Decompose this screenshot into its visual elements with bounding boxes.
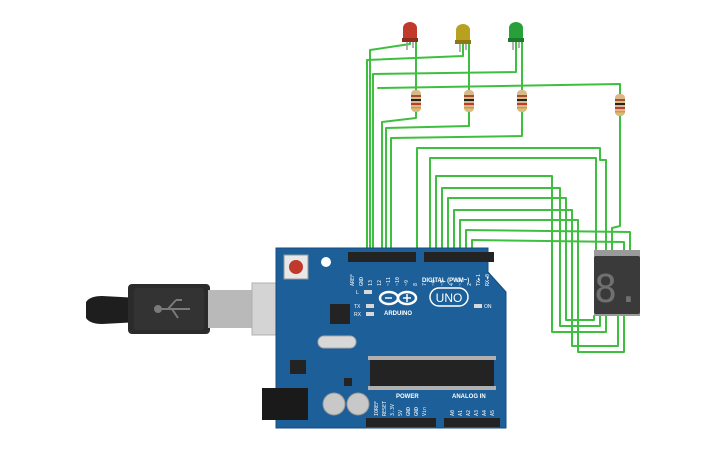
led-rx-label: RX [354,312,362,318]
led-green[interactable] [508,22,524,50]
power-pin-label: Vin [422,407,428,416]
board-brand: ARDUINO [384,311,412,317]
wire-r2-pin[interactable] [385,109,470,257]
atmega-chip [370,358,494,388]
led-tx-indicator [366,304,374,308]
digital-pin-label: ~6 [431,280,437,286]
led-red[interactable] [402,22,418,50]
wire-pin6-display[interactable] [435,175,607,333]
digital-pin-label: GND [359,277,365,286]
power-pin-label: RESET [382,401,388,416]
analog-pin-label: A4 [482,410,488,416]
mount-hole [321,257,331,267]
analog-pin-label: A5 [490,410,496,416]
usb-cable[interactable] [86,282,311,336]
display-body [594,256,640,314]
capacitor [346,392,370,416]
digital-pin-label: ~10 [395,277,401,286]
digital-pin-label: 8 [413,283,419,286]
digital-pin-label: TX►1 [476,274,482,286]
power-pin-label: IOREF [374,401,380,416]
digital-pin-label: 12 [377,280,383,286]
digital-pin-label: ~3 [458,280,464,286]
led-yellow[interactable] [455,24,471,52]
wire-r4-display[interactable] [611,115,621,253]
digital-pin-label: 2 [467,283,473,286]
power-jack[interactable] [262,388,308,420]
uno-badge [429,287,469,307]
wire-pin4-display[interactable] [447,197,595,321]
led-on-label: ON [484,304,492,310]
power-pin-label: 3.3V [390,404,396,416]
led-l-indicator [364,290,372,294]
arduino-logo-icon [378,290,418,306]
digital-header[interactable] [348,252,494,262]
power-header[interactable] [366,418,436,427]
wire-pin7-display[interactable] [429,157,597,257]
resistor-2[interactable] [464,90,474,112]
wire-pin2-display[interactable] [459,219,625,353]
power-pin-label: 5V [398,410,404,416]
wire-pin3-display[interactable] [453,209,619,347]
display-digit: 8. [594,267,640,311]
analog-pin-label: A3 [474,410,480,416]
resistor-1[interactable] [411,90,421,112]
board-model: UNO [436,291,463,305]
digital-pin-label: RX◄0 [485,274,491,286]
seven-segment-display[interactable]: 8. [594,250,640,316]
small-chip [344,378,352,386]
voltage-regulator [290,360,306,374]
led-tx-label: TX [354,304,361,310]
wire-pin8-display[interactable] [416,147,607,257]
power-pin-label: GND [406,407,412,416]
power-header-label: POWER [396,394,419,400]
digital-pin-label: 4 [449,283,455,286]
wire-pin1-display[interactable] [465,229,631,257]
power-pin-label: GND [414,407,420,416]
reset-button[interactable] [283,254,309,280]
digital-pin-label: ~9 [404,280,410,286]
wire-green-led[interactable] [372,39,517,257]
usb-icon [154,299,190,319]
crystal [317,335,357,349]
analog-pin-label: A1 [458,410,464,416]
resistor-3[interactable] [517,90,527,112]
capacitor [322,392,346,416]
analog-header[interactable] [444,418,500,427]
led-l-label: L [356,290,359,296]
wire-r1-pin[interactable] [381,109,417,257]
usb-chip [330,304,350,324]
led-on-indicator [474,304,482,308]
resistor-4[interactable] [615,94,625,116]
analog-pin-label: A2 [466,410,472,416]
wire-r3-pin[interactable] [390,109,523,257]
digital-pin-label: 13 [368,280,374,286]
led-rx-indicator [366,312,374,316]
analog-pin-label: A0 [450,410,456,416]
digital-pin-label: ~11 [386,277,392,286]
analog-header-label: ANALOG IN [452,394,486,400]
wires [366,37,631,353]
digital-pin-label: AREF [350,274,356,286]
wire-display-common[interactable] [377,83,621,97]
digital-header-label: DIGITAL (PWM~) [422,278,469,284]
digital-pin-label: 7 [422,283,428,286]
digital-pin-label: ~5 [440,280,446,286]
wire-pin5-display[interactable] [441,187,601,327]
